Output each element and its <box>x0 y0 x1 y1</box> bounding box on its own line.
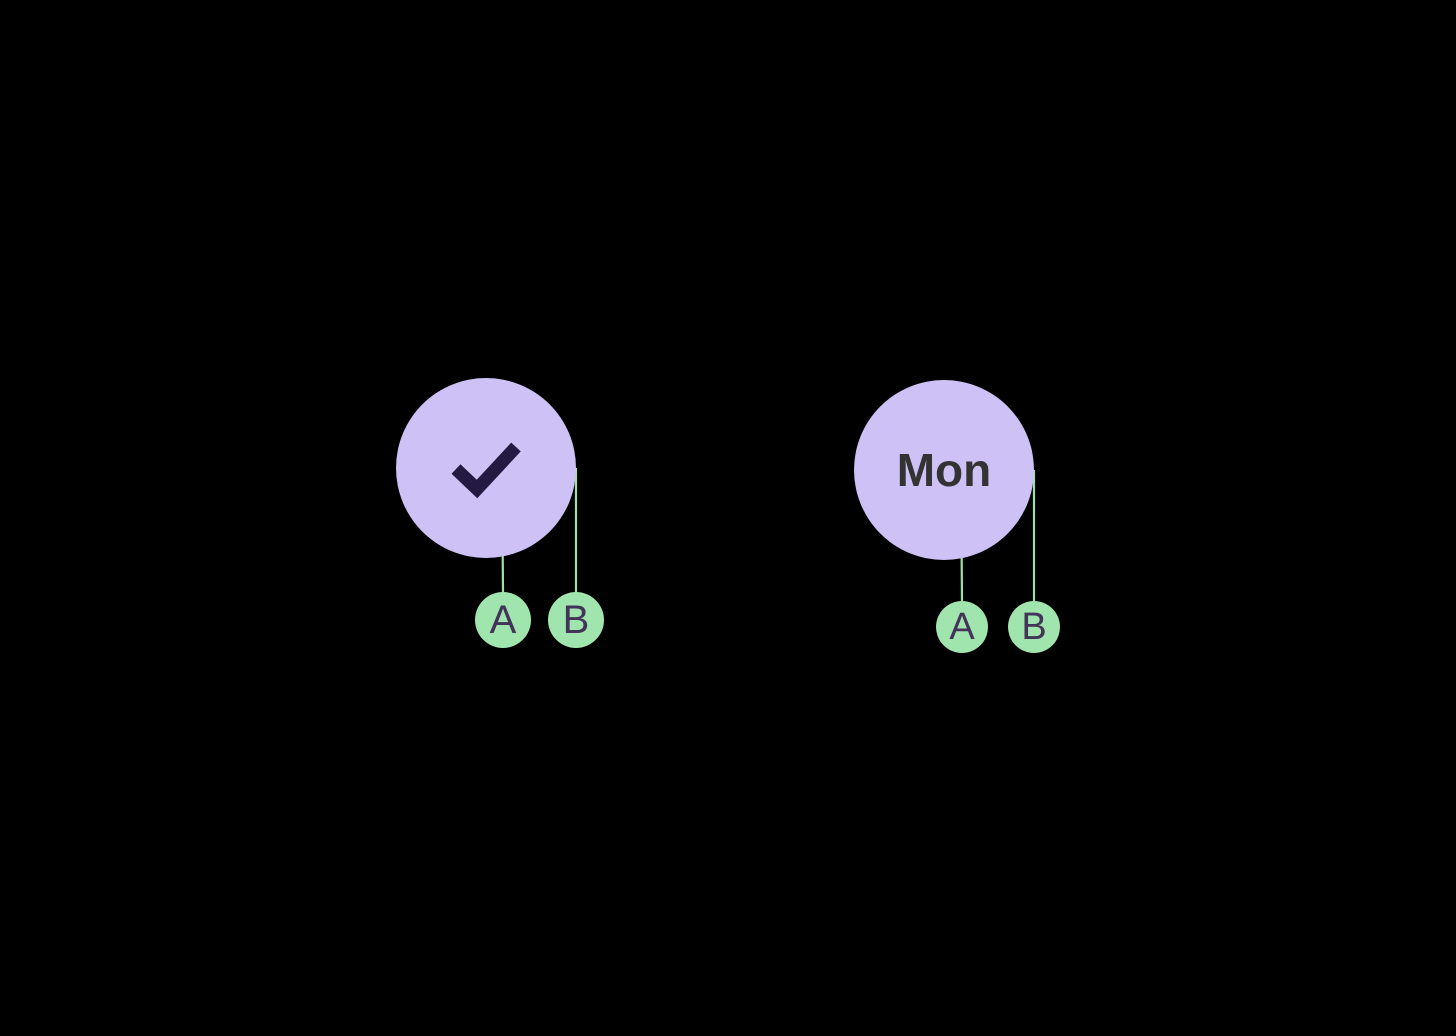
child-node-a-label: A <box>949 606 975 648</box>
check-icon <box>451 442 521 499</box>
mon-node[interactable]: Mon <box>854 380 1034 560</box>
check-node[interactable] <box>396 378 576 558</box>
child-node-b-label: B <box>1021 606 1047 648</box>
mon-node-label: Mon <box>896 444 992 496</box>
child-node-a[interactable]: A <box>475 592 531 648</box>
child-node-b[interactable]: B <box>548 592 604 648</box>
child-node-a-label: A <box>489 598 517 642</box>
child-node-a[interactable]: A <box>936 601 988 653</box>
child-node-b[interactable]: B <box>1008 601 1060 653</box>
child-node-b-label: B <box>562 598 590 642</box>
